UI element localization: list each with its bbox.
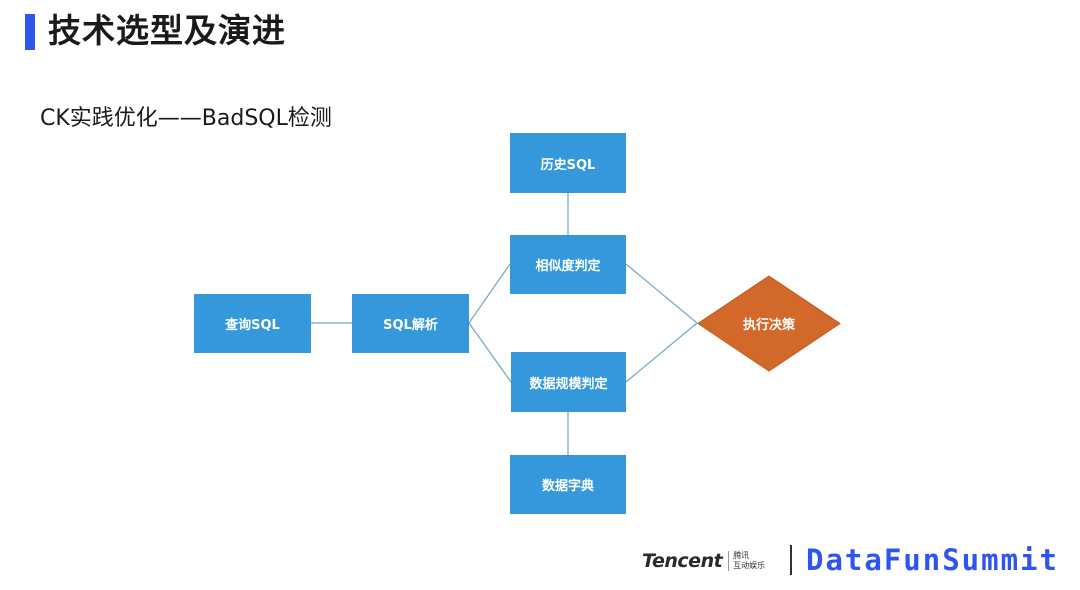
tencent-ied-top: 腾讯 <box>733 551 750 560</box>
node-label: SQL解析 <box>383 318 438 333</box>
connector-parse-to-scale <box>468 322 512 383</box>
connector-scale-to-decision <box>625 322 698 383</box>
node-similarity-check: 相似度判定 <box>510 235 626 294</box>
node-label: 查询SQL <box>225 318 280 333</box>
connector-similarity-to-decision <box>625 263 698 324</box>
node-data-scale-check: 数据规模判定 <box>511 352 626 412</box>
page-title: 技术选型及演进 <box>48 11 286 50</box>
node-label: 数据字典 <box>541 479 594 494</box>
node-label: 执行决策 <box>742 318 795 333</box>
tencent-wordmark: Tencent <box>642 550 723 572</box>
node-label: 数据规模判定 <box>529 376 608 392</box>
node-query-sql: 查询SQL <box>194 294 311 353</box>
node-history-sql: 历史SQL <box>510 133 626 193</box>
connector-parse-to-similarity <box>468 263 511 324</box>
node-execution-decision: 执行决策 <box>697 275 841 372</box>
footer-divider <box>790 545 792 575</box>
decision-diamond-shape <box>697 275 841 372</box>
datafunsummit-logo: DataFunSummit <box>806 543 1059 577</box>
node-label: 历史SQL <box>540 157 596 173</box>
tencent-ied-bottom: 互动娱乐 <box>733 561 766 570</box>
tencent-logo: Tencent 腾讯 互动娱乐 <box>642 546 765 576</box>
node-label: 相似度判定 <box>535 259 601 274</box>
slide-subtitle: CK实践优化——BadSQL检测 <box>40 106 332 131</box>
node-data-dictionary: 数据字典 <box>510 455 626 514</box>
node-sql-parse: SQL解析 <box>352 294 469 353</box>
title-accent-bar <box>25 14 35 50</box>
tencent-ied-label: 腾讯 互动娱乐 <box>728 551 765 571</box>
